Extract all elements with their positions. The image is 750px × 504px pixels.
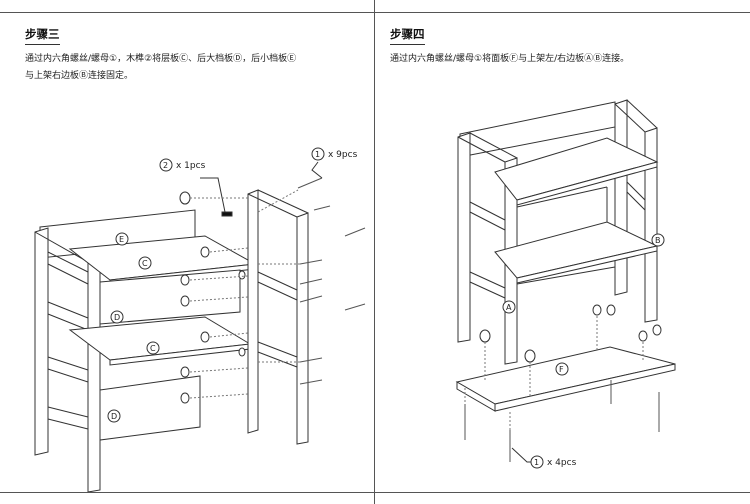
- step-three-instruction-line-1: 通过内六角螺丝/螺母①，木榫②将层板Ⓒ、后大档板Ⓓ，后小档板Ⓔ: [25, 54, 297, 64]
- bottom-border: [0, 492, 750, 493]
- dowel-pins: [479, 304, 662, 363]
- part-f-label: F: [559, 365, 564, 374]
- step-three-labels: x 9pcs 1 x 1pcs 2 E C D C D: [111, 150, 358, 421]
- screw-quantity-label: x 9pcs: [328, 150, 358, 160]
- back-boards: [516, 186, 616, 285]
- part-d-lower-label: D: [111, 412, 117, 421]
- dowel-callout-pointer: [200, 177, 233, 217]
- step-four-labels: 1 x 4pcs A B F: [506, 236, 661, 468]
- step-three-assembly-diagram: [34, 147, 366, 492]
- part-b-label: B: [655, 236, 661, 245]
- shelf-c-lower: [68, 316, 252, 366]
- part-label-circles: [502, 233, 665, 376]
- screw-number-label: 1: [315, 150, 320, 159]
- dowel-callout-circle: [159, 158, 173, 172]
- screws-right: [464, 380, 660, 462]
- step-four-instruction-line-1: 通过内六角螺丝/螺母①将面板Ⓕ与上架左/右边板ⒶⒷ连接。: [390, 54, 630, 64]
- panel-divider: [374, 0, 375, 504]
- part-d-upper-label: D: [114, 313, 120, 322]
- step-three-instructions: 通过内六角螺丝/螺母①，木榫②将层板Ⓒ、后大档板Ⓓ，后小档板Ⓔ 与上架右边板Ⓑ连…: [25, 51, 296, 85]
- alignment-guides: [464, 316, 644, 430]
- step-three-instruction-line-2: 与上架右边板Ⓑ连接固定。: [25, 71, 134, 81]
- back-board-d-lower: [99, 375, 201, 441]
- part-e-label: E: [119, 235, 124, 244]
- alignment-guides: [189, 189, 300, 399]
- step-three-title: 步骤三: [25, 26, 60, 45]
- top-border: [0, 12, 750, 13]
- step-four-panel: 步骤四 通过内六角螺丝/螺母①将面板Ⓕ与上架左/右边板ⒶⒷ连接。: [375, 12, 750, 492]
- screw-quantity-label: x 4pcs: [547, 458, 577, 468]
- screws-left: [297, 177, 366, 385]
- screw-callout: [311, 147, 325, 179]
- screw-number-label: 1: [534, 458, 539, 467]
- part-a-label: A: [506, 303, 512, 312]
- screw-callout: [511, 447, 544, 469]
- step-four-instructions: 通过内六角螺丝/螺母①将面板Ⓕ与上架左/右边板ⒶⒷ连接。: [390, 51, 629, 68]
- back-board-d-upper: [99, 269, 241, 325]
- step-four-title: 步骤四: [390, 26, 425, 45]
- upper-shelf: [494, 137, 659, 206]
- part-c-lower-label: C: [150, 344, 156, 353]
- dowel-number-label: 2: [163, 161, 168, 170]
- part-label-circles: [107, 232, 160, 423]
- right-side-frame-b: [247, 189, 309, 445]
- panel-f: [455, 346, 676, 412]
- dowel-pins: [179, 191, 246, 404]
- part-c-upper-label: C: [142, 259, 148, 268]
- step-three-panel: 步骤三 通过内六角螺丝/螺母①，木榫②将层板Ⓒ、后大档板Ⓓ，后小档板Ⓔ 与上架右…: [0, 12, 374, 492]
- dowel-quantity-label: x 1pcs: [176, 161, 206, 171]
- step-four-assembly-diagram: [455, 99, 676, 469]
